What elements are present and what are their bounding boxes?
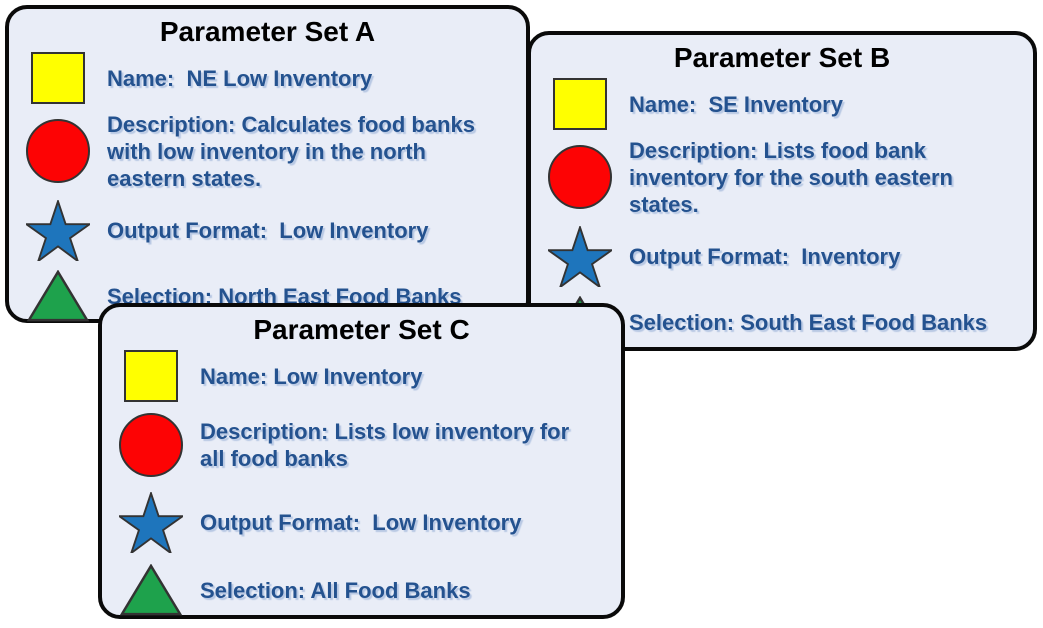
icon-cell (543, 78, 617, 130)
output-format-row: Output Format: Low Inventory (9, 195, 526, 265)
name-text: Name: NE Low Inventory (107, 65, 373, 91)
output-format-row: Output Format: Low Inventory (102, 485, 621, 559)
icon-cell (21, 52, 95, 104)
output-format-row: Output Format: Inventory (531, 221, 1033, 291)
card-title: Parameter Set A (159, 16, 376, 47)
icon-cell (114, 350, 188, 402)
parameter-set-a-card: Parameter Set A Name: NE Low Inventory D… (5, 5, 530, 323)
name-text: Name: SE Inventory (629, 91, 843, 117)
icon-cell (114, 413, 188, 477)
green-triangle-icon (21, 270, 95, 322)
description-row: Description: Lists food bank inventory f… (531, 133, 1033, 221)
name-row: Name: Low Inventory (102, 347, 621, 405)
card-title: Parameter Set C (253, 314, 470, 345)
output-format-text: Output Format: Low Inventory (200, 509, 522, 535)
yellow-square-icon (124, 350, 178, 402)
parameter-set-b-card: Parameter Set B Name: SE Inventory Descr… (527, 31, 1037, 351)
icon-cell (21, 119, 95, 183)
name-row: Name: SE Inventory (531, 75, 1033, 133)
red-circle-icon (119, 413, 183, 477)
description-text: Description: Calculates food banks with … (107, 111, 475, 191)
description-text: Description: Lists food bank inventory f… (629, 137, 953, 217)
yellow-square-icon (31, 52, 85, 104)
blue-star-icon (543, 225, 617, 287)
blue-star-icon (21, 199, 95, 261)
description-row: Description: Lists low inventory for all… (102, 405, 621, 485)
description-row: Description: Calculates food banks with … (9, 107, 526, 195)
selection-text: Selection: South East Food Banks (629, 309, 988, 335)
output-format-text: Output Format: Low Inventory (107, 217, 429, 243)
selection-row: Selection: All Food Banks (102, 559, 621, 621)
output-format-text: Output Format: Inventory (629, 243, 901, 269)
red-circle-icon (26, 119, 90, 183)
selection-text: Selection: All Food Banks (200, 577, 471, 603)
parameter-set-c-card: Parameter Set C Name: Low Inventory Desc… (98, 303, 625, 619)
blue-star-icon (114, 491, 188, 553)
red-circle-icon (548, 145, 612, 209)
green-triangle-icon (114, 564, 188, 616)
yellow-square-icon (553, 78, 607, 130)
description-text: Description: Lists low inventory for all… (200, 419, 570, 471)
name-text: Name: Low Inventory (200, 363, 423, 389)
card-title: Parameter Set B (673, 42, 891, 73)
icon-cell (543, 145, 617, 209)
name-row: Name: NE Low Inventory (9, 49, 526, 107)
